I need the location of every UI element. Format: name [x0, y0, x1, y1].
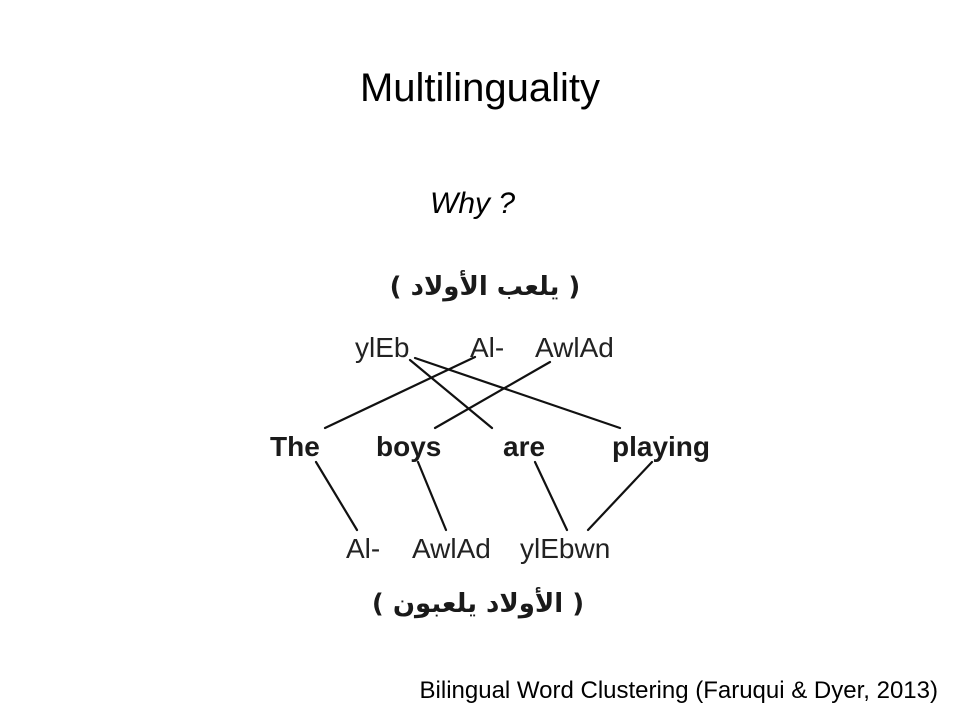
- alignment-line-The-Al: [314, 460, 359, 532]
- top-word-Al: Al-: [470, 332, 504, 363]
- bottom-word-Al: Al-: [346, 533, 380, 564]
- english-word-boys: boys: [376, 431, 441, 462]
- english-word-are: are: [503, 431, 545, 462]
- english-word-the: The: [270, 431, 320, 462]
- alignment-line-are-ylEbwn: [533, 460, 569, 532]
- alignment-line-AwlAd-boys: [433, 360, 552, 430]
- alignment-line-boys-AwlAd: [416, 460, 448, 532]
- alignment-line-ylEb-playing: [413, 356, 622, 430]
- top-word-AwlAd: AwlAd: [535, 332, 614, 363]
- arabic-sentence-bottom: ( الأولاد يلعبون ): [372, 587, 584, 619]
- slide-title: Multilinguality: [359, 66, 601, 110]
- english-word-playing: playing: [612, 431, 710, 462]
- bottom-word-AwlAd: AwlAd: [412, 533, 491, 564]
- slide-subtitle: Why ?: [430, 187, 516, 220]
- alignment-line-playing-ylEbwn: [586, 460, 654, 532]
- top-word-ylEb: ylEb: [355, 332, 409, 363]
- alignment-line-Al-The: [323, 355, 477, 430]
- citation: Bilingual Word Clustering (Faruqui & Dye…: [419, 677, 938, 704]
- alignment-line-ylEb-are: [408, 358, 494, 430]
- arabic-sentence-top: ( يلعب الأولاد ): [390, 270, 581, 302]
- bottom-word-ylEbwn: ylEbwn: [520, 533, 610, 564]
